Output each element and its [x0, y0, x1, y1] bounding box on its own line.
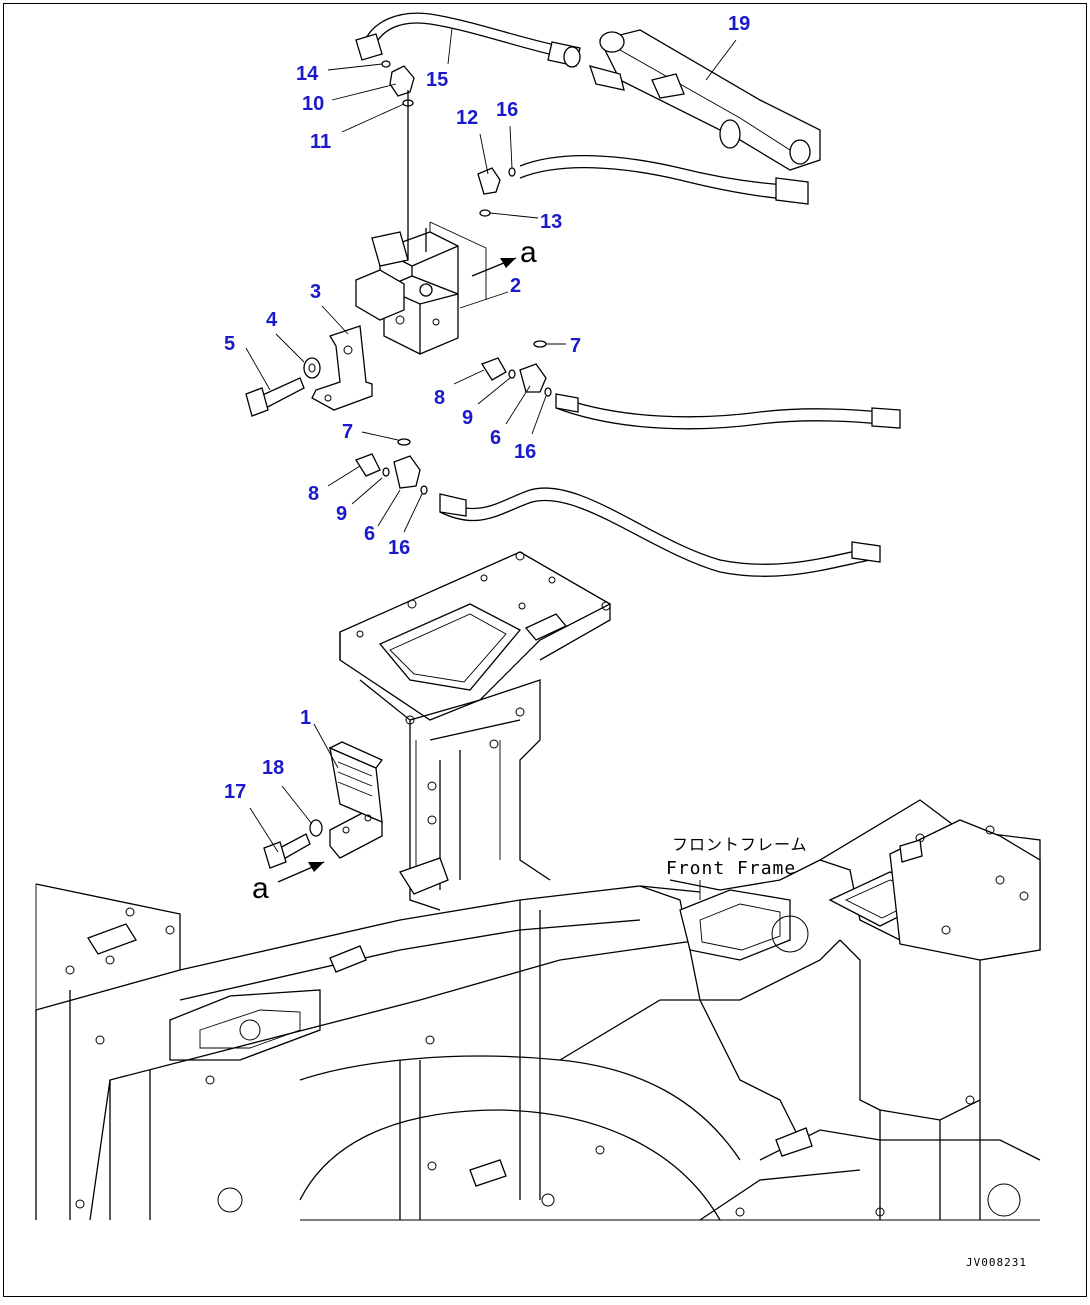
front-frame-label-english: Front Frame [666, 858, 796, 879]
callout-6-lower: 6 [364, 523, 375, 545]
callout-17: 17 [224, 781, 246, 803]
arrow-ref-a-top [471, 257, 517, 277]
bolt-5 [245, 377, 305, 417]
ref-letter-a-bottom: a [252, 872, 269, 905]
washer-4 [303, 357, 321, 379]
part-19-bracket [589, 29, 821, 171]
callout-9-lower: 9 [336, 503, 347, 525]
front-frame-structure [35, 551, 1041, 1221]
callout-9-upper: 9 [462, 407, 473, 429]
callout-labels: 19 14 15 10 11 12 16 13 2 3 4 5 7 8 9 6 … [224, 13, 750, 803]
fitting-group-upper [481, 340, 901, 430]
drawing-code: JV008231 [966, 1256, 1027, 1269]
callout-11: 11 [310, 131, 331, 153]
callout-13: 13 [540, 211, 562, 233]
callout-6-upper: 6 [490, 427, 501, 449]
hose-upper-right [477, 154, 809, 217]
controller-1 [328, 741, 384, 859]
callout-2: 2 [510, 275, 521, 297]
callout-12: 12 [456, 107, 478, 129]
callout-1: 1 [300, 707, 311, 729]
callout-10: 10 [302, 93, 324, 115]
callout-14: 14 [296, 63, 319, 85]
callout-16-lower: 16 [388, 537, 410, 559]
callout-8-lower: 8 [308, 483, 319, 505]
callout-16-middle: 16 [514, 441, 536, 463]
callout-3: 3 [310, 281, 321, 303]
callout-4: 4 [266, 309, 278, 331]
callout-7-lower: 7 [342, 421, 353, 443]
washer-18 [309, 819, 323, 837]
fitting-group-lower [355, 438, 881, 577]
callout-7-upper: 7 [570, 335, 581, 357]
front-frame-label-japanese: フロントフレーム [672, 835, 808, 854]
arrow-ref-a-bottom [277, 861, 325, 883]
callout-16-top: 16 [496, 99, 518, 121]
callout-18: 18 [262, 757, 284, 779]
callout-15: 15 [426, 69, 448, 91]
callout-19: 19 [728, 13, 750, 35]
bracket-3 [311, 325, 373, 411]
callout-8-upper: 8 [434, 387, 445, 409]
leader-lines [245, 27, 737, 900]
callout-5: 5 [224, 333, 235, 355]
bolt-17 [263, 833, 311, 869]
hose-15 [355, 12, 581, 107]
valve-block-2 [355, 90, 487, 355]
ref-letter-a-top: a [520, 236, 537, 269]
